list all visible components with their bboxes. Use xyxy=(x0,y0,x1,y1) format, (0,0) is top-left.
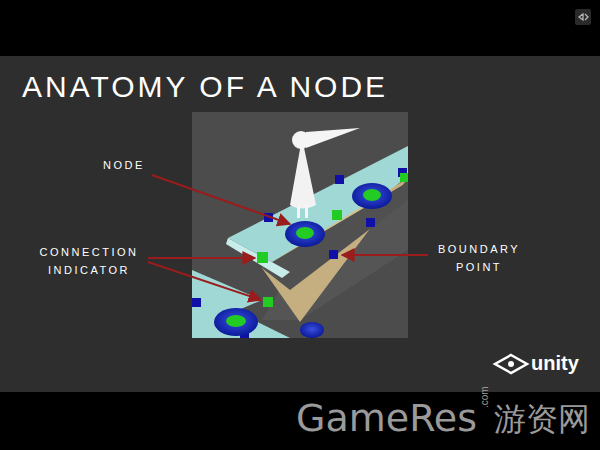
bottom-bar xyxy=(0,392,600,450)
leader-line xyxy=(342,254,428,256)
watermark: .com xyxy=(479,386,490,408)
slide-ground xyxy=(0,56,600,392)
callout-label: NODE xyxy=(84,159,164,171)
watermark: 游资网 xyxy=(494,398,590,442)
leader-line xyxy=(148,257,255,259)
unity-logo xyxy=(495,355,527,373)
leader-line xyxy=(152,175,290,224)
callout-label: CONNECTION INDICATOR xyxy=(30,243,148,279)
character xyxy=(290,128,360,218)
slide-title: ANATOMY OF A NODE xyxy=(22,70,388,104)
logo-text: unity xyxy=(531,352,579,375)
watermark: GameRes xyxy=(296,396,477,440)
fullscreen-icon xyxy=(575,9,591,25)
illustration xyxy=(192,112,408,338)
leader-lines xyxy=(148,175,428,300)
callout-label: BOUNDARY POINT xyxy=(430,240,528,276)
top-bar xyxy=(0,0,600,56)
leader-line xyxy=(148,262,261,300)
